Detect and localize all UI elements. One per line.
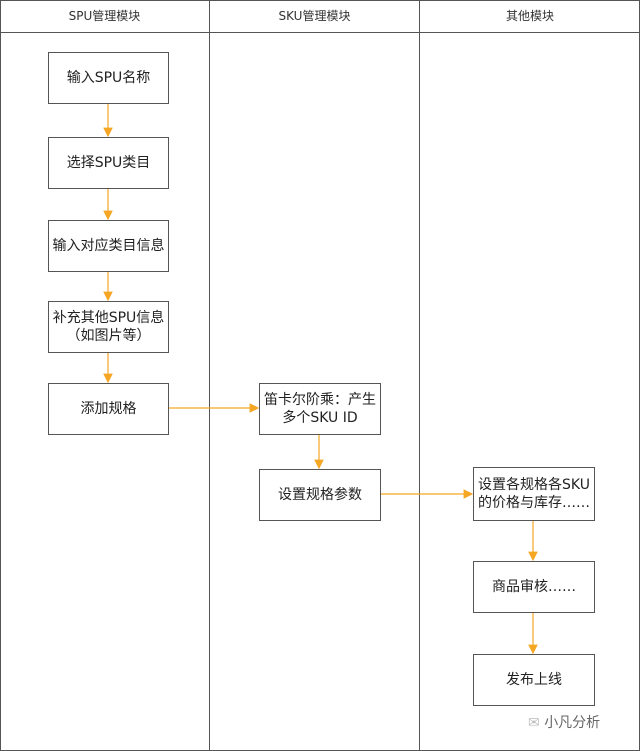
watermark: ✉ 小凡分析 bbox=[528, 712, 600, 732]
step-publish: 发布上线 bbox=[473, 654, 595, 706]
lane-title-sku: SKU管理模块 bbox=[278, 9, 351, 23]
step-input-category-info: 输入对应类目信息 bbox=[48, 220, 169, 272]
lane-title-spu: SPU管理模块 bbox=[68, 9, 141, 23]
step-input-spu-name: 输入SPU名称 bbox=[48, 52, 169, 104]
step-cartesian-product: 笛卡尔阶乘：产生多个SKU ID bbox=[259, 383, 381, 435]
wechat-icon: ✉ bbox=[528, 715, 545, 731]
watermark-text: 小凡分析 bbox=[544, 715, 601, 731]
step-select-spu-category: 选择SPU类目 bbox=[48, 137, 169, 189]
lane-divider bbox=[209, 0, 210, 751]
lane-divider bbox=[419, 0, 420, 751]
step-supplement-spu-info: 补充其他SPU信息（如图片等） bbox=[48, 301, 169, 353]
step-set-spec-params: 设置规格参数 bbox=[259, 469, 381, 521]
step-review: 商品审核…… bbox=[473, 561, 595, 613]
lane-title-other: 其他模块 bbox=[505, 9, 554, 23]
step-add-spec: 添加规格 bbox=[48, 383, 169, 435]
header-divider bbox=[0, 32, 640, 33]
step-set-price-stock: 设置各规格各SKU的价格与库存…… bbox=[473, 467, 595, 521]
